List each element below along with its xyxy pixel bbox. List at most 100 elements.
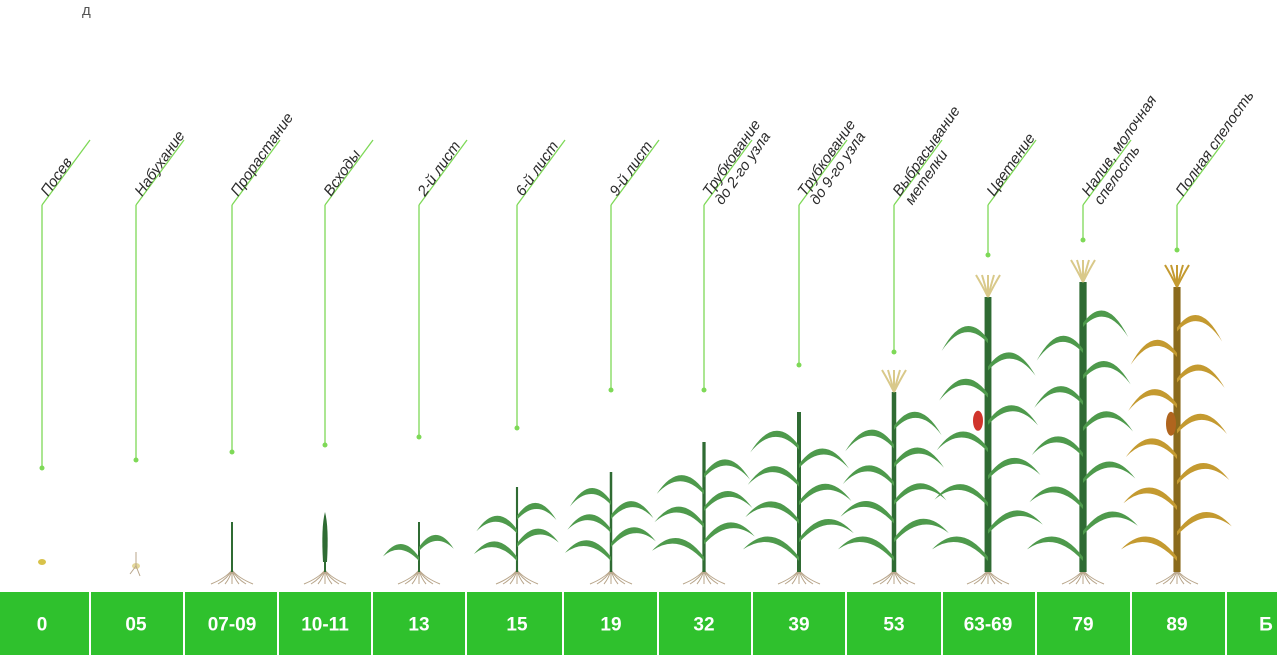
plant-leaf: [1029, 486, 1083, 509]
stage-label: Трубкованиедо 2-го узла: [699, 117, 776, 208]
plant-root: [411, 569, 420, 585]
stage-code: 15: [506, 615, 528, 636]
leader-dot: [322, 442, 328, 448]
leader-diagonal: [231, 139, 281, 206]
plant-leaf: [747, 466, 799, 487]
stage-label: Набухание: [131, 128, 188, 200]
stage-label: 2-й лист: [414, 138, 464, 200]
plant-seed: [38, 559, 46, 565]
leader-line: [796, 139, 848, 368]
leader-line: [322, 139, 374, 448]
leader-dot: [1174, 247, 1180, 253]
plant-leaf: [517, 528, 559, 548]
stage-code: 13: [408, 615, 429, 636]
plant-swell: [129, 552, 141, 577]
leader-line: [985, 139, 1037, 258]
plant-leaf: [894, 518, 949, 543]
stage-code: 32: [693, 615, 714, 636]
cob-icon: [973, 410, 983, 431]
plant-leaf: [1177, 512, 1232, 536]
leader-diagonal: [610, 139, 660, 206]
leader-diagonal: [798, 139, 848, 206]
leader-dot: [229, 449, 235, 455]
leader-diagonal: [324, 139, 374, 206]
plant-leaf: [1177, 364, 1225, 388]
stage-label-line: 2-й лист: [414, 138, 464, 200]
tassel-icon: [987, 274, 1001, 298]
plant-leaf: [1083, 360, 1131, 385]
plant-root: [980, 569, 989, 585]
leader-line: [39, 139, 91, 471]
plant-milk: [1027, 259, 1138, 585]
plant-root: [231, 569, 254, 585]
plant-leaf: [842, 465, 894, 486]
plant-leaf: [517, 502, 557, 520]
stage-code: Б: [1259, 615, 1273, 636]
stage-code: 79: [1072, 615, 1093, 636]
plant-leaf: [419, 534, 454, 551]
leader-line: [416, 139, 468, 440]
plant-leaf2: [383, 522, 454, 585]
leader-dot: [416, 434, 422, 440]
plant-leaf: [1130, 339, 1177, 365]
plant-leaf6: [474, 487, 559, 585]
plant-leaf: [743, 536, 799, 561]
plant-root: [696, 569, 705, 585]
plant-leaf: [1036, 335, 1083, 361]
leader-diagonal: [135, 139, 185, 206]
leader-diagonal: [987, 139, 1037, 206]
plant-leaf: [1083, 511, 1138, 535]
leader-dot: [608, 387, 614, 393]
leader-lines: [39, 139, 1226, 471]
plant-leaf: [1121, 536, 1177, 561]
plant-leaf: [894, 447, 944, 468]
plant-root: [1075, 569, 1084, 585]
stage-label: 9-й лист: [606, 138, 656, 199]
leader-line: [229, 139, 281, 455]
plant-leaf: [704, 490, 753, 511]
stage-label-line: 6-й лист: [512, 138, 562, 199]
leader-line: [514, 139, 566, 431]
leader-dot: [985, 252, 991, 258]
plant-leaf: [383, 543, 419, 561]
stage-label-line: Всходы: [320, 147, 364, 200]
stage-labels: Посев Набухание Прорастание Всходы 2-й лист 6…: [37, 88, 1257, 208]
plant-leaf: [939, 378, 988, 401]
plant-leaf: [838, 536, 894, 561]
stage-code: 89: [1166, 615, 1187, 636]
plant-leaf: [941, 325, 988, 351]
leader-dot: [39, 465, 45, 471]
stage-label-line: Прорастание: [227, 110, 297, 200]
stage-code: 19: [600, 615, 621, 636]
plant-leaf: [654, 506, 704, 528]
plant-leaf: [840, 501, 894, 524]
tassel-icon: [893, 369, 907, 393]
plant-shoot: [303, 512, 347, 585]
plant-root: [324, 569, 347, 585]
stage-label: Налив, молочнаяспелость: [1078, 92, 1172, 208]
plant-leaf: [704, 459, 750, 480]
leader-dot: [133, 457, 139, 463]
plant-leaf: [1034, 386, 1083, 408]
plant-ripe: [1121, 264, 1232, 585]
stage-code: 10-11: [301, 615, 349, 636]
stage-label: Трубкованиедо 9-го узла: [794, 117, 871, 208]
plant-leaf: [474, 541, 517, 561]
leader-diagonal: [703, 139, 753, 206]
plant-root: [603, 569, 612, 585]
plant-leaf: [656, 475, 704, 495]
stage-label: 6-й лист: [512, 138, 562, 199]
plant-leaf: [988, 510, 1043, 534]
plant-root: [791, 569, 800, 585]
leader-line: [891, 139, 943, 355]
stage-code: 63-69: [964, 615, 1013, 636]
leader-line: [1080, 139, 1132, 243]
stage-label: Выбрасываниеметелки: [889, 103, 976, 208]
stage-label: Прорастание: [227, 110, 297, 200]
plant-node2: [652, 442, 755, 585]
plant-leaf: [799, 483, 852, 506]
plant-illustrations: [38, 259, 1232, 585]
stage-label: Посев: [37, 154, 76, 199]
plant-tassel: [838, 369, 949, 585]
